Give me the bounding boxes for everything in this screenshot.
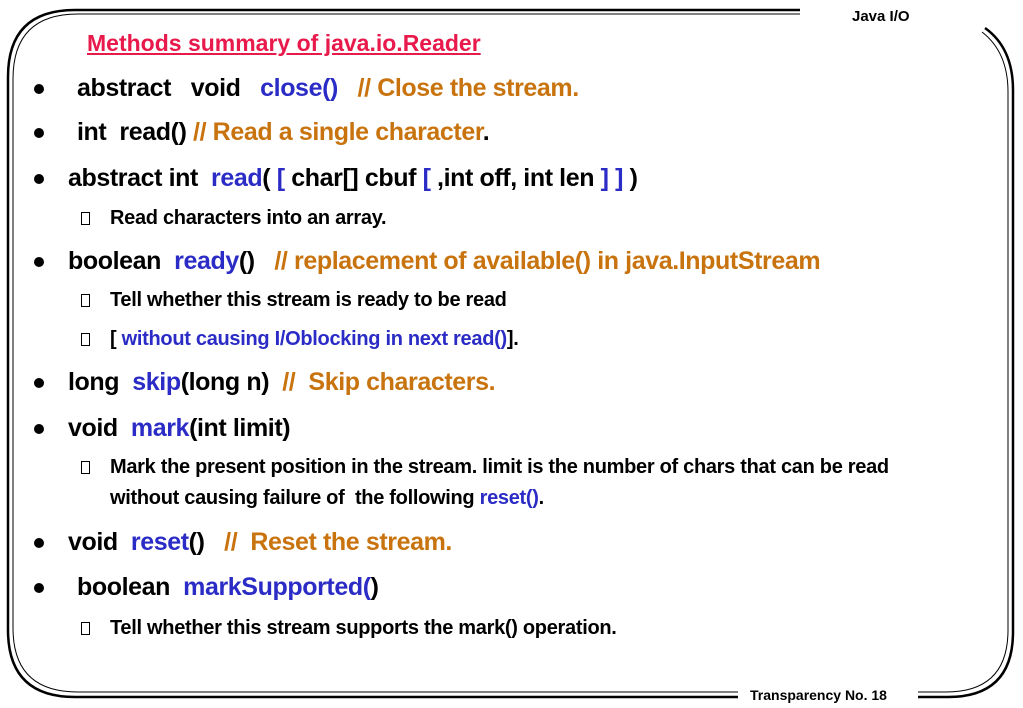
item-text: ( <box>262 164 277 192</box>
item-text: boolean <box>77 573 184 601</box>
item-text: void <box>68 414 131 442</box>
list-item: abstract int read( [ char[] cbuf [ ,int … <box>68 164 638 193</box>
bullet-icon <box>34 128 44 138</box>
item-text: [ <box>110 328 122 350</box>
item-text: () <box>188 528 225 556</box>
item-text: ) <box>623 164 638 192</box>
comment-text: // Skip characters. <box>282 368 496 396</box>
bullet-icon <box>34 424 44 434</box>
square-bullet-icon <box>81 333 90 346</box>
item-text: () <box>238 247 275 275</box>
item-text: (int limit) <box>189 414 291 442</box>
footer-label: Transparency No. 18 <box>750 687 887 703</box>
item-text: (long n) <box>180 368 283 396</box>
comment-text: // Reset the stream. <box>224 528 452 556</box>
square-bullet-icon <box>81 622 90 635</box>
item-text: boolean <box>68 247 175 275</box>
bullet-icon <box>34 257 44 267</box>
method-name: ready <box>174 247 239 275</box>
list-item: void mark(int limit) <box>68 414 291 443</box>
method-name: close() <box>260 74 338 102</box>
sub-item-continuation: without causing failure of the following… <box>110 487 544 510</box>
item-text: ]. <box>506 328 519 350</box>
item-text: . <box>482 118 490 146</box>
list-item: boolean markSupported() <box>77 573 379 602</box>
sub-item: Tell whether this stream supports the ma… <box>110 617 617 639</box>
method-name: skip <box>132 368 181 396</box>
sub-item: Read characters into an array. <box>110 207 387 229</box>
sub-item: [ without causing I/Oblocking in next re… <box>110 328 519 351</box>
item-text: void <box>68 528 131 556</box>
comment-text: // Read a single character <box>193 118 483 146</box>
bullet-icon <box>34 538 44 548</box>
bullet-icon <box>34 378 44 388</box>
list-item: int read() // Read a single character. <box>77 118 490 147</box>
item-text: . <box>538 487 545 509</box>
item-text: abstract int <box>68 164 212 192</box>
header-label: Java I/O <box>852 8 910 25</box>
item-text: abstract void <box>77 74 261 102</box>
item-text: long <box>68 368 133 396</box>
bullet-icon <box>34 583 44 593</box>
square-bullet-icon <box>81 294 90 307</box>
comment-text: // Close the stream. <box>337 74 580 102</box>
comment-text: // replacement of available() in java.In… <box>274 247 821 275</box>
sub-item: Tell whether this stream is ready to be … <box>110 289 507 311</box>
item-text: int read() <box>77 118 194 146</box>
square-bullet-icon <box>81 461 90 474</box>
bracket: ] ] <box>600 164 624 192</box>
method-name: reset() <box>479 487 539 509</box>
bracket: [ <box>276 164 285 192</box>
item-text: ) <box>370 573 379 601</box>
method-name: reset <box>130 528 189 556</box>
method-name: read <box>211 164 263 192</box>
bracket: [ <box>422 164 431 192</box>
square-bullet-icon <box>81 212 90 225</box>
slide-title: Methods summary of java.io.Reader <box>87 30 481 56</box>
list-item: long skip(long n) // Skip characters. <box>68 368 496 397</box>
item-text: char[] cbuf <box>284 164 423 192</box>
method-name: markSupported( <box>183 573 371 601</box>
list-item: boolean ready() // replacement of availa… <box>68 247 821 276</box>
list-item: void reset() // Reset the stream. <box>68 528 452 557</box>
item-text: ,int off, int len <box>430 164 601 192</box>
bullet-icon <box>34 84 44 94</box>
sub-item: Mark the present position in the stream.… <box>110 456 889 478</box>
list-item: abstract void close() // Close the strea… <box>77 74 579 103</box>
method-name: without causing I/Oblocking in next read… <box>121 328 508 350</box>
method-name: mark <box>130 414 190 442</box>
bullet-icon <box>34 174 44 184</box>
item-text: without causing failure of the following <box>110 487 480 509</box>
